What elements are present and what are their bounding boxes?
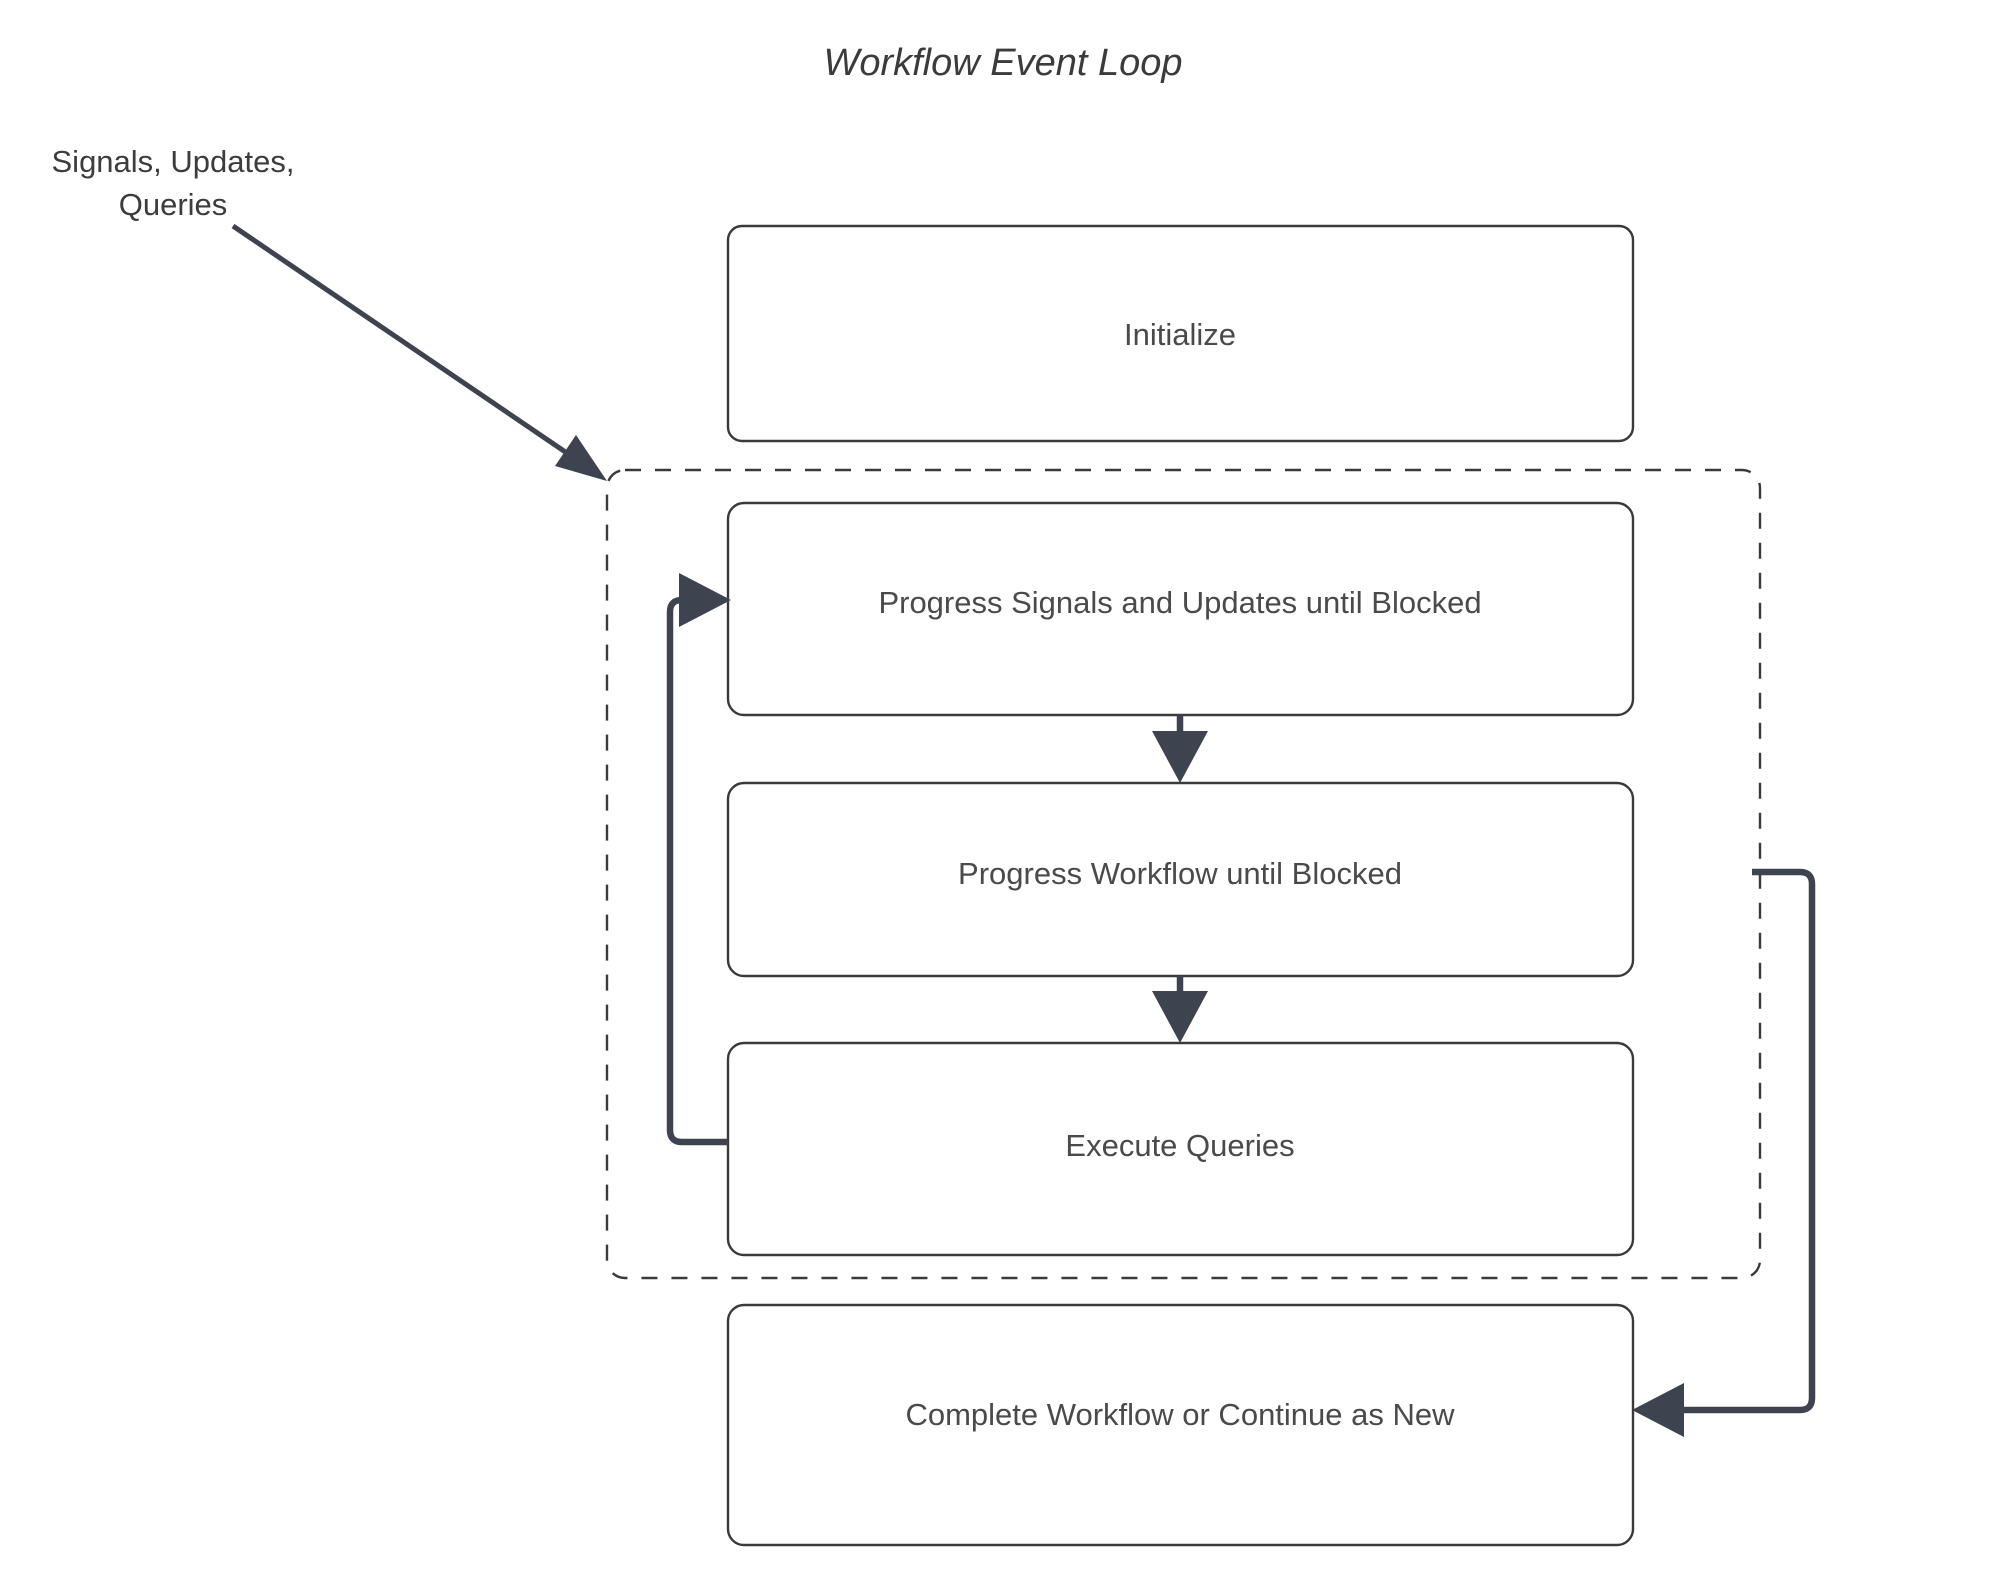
- node-initialize-box[interactable]: [726, 224, 1635, 443]
- inputs-label-line1: Signals, Updates,: [52, 144, 295, 179]
- node-initialize[interactable]: Initialize: [726, 224, 1635, 443]
- arrow-head-loop-left: [679, 573, 731, 627]
- arrow-head-signals-workflow: [1152, 731, 1208, 783]
- node-execute-queries-label: Execute Queries: [1065, 1128, 1294, 1163]
- page-title: Workflow Event Loop: [823, 42, 1182, 84]
- node-progress-signals-label: Progress Signals and Updates until Block…: [878, 585, 1481, 620]
- node-complete-workflow-box[interactable]: [726, 1303, 1635, 1547]
- node-execute-queries-box[interactable]: [726, 1041, 1635, 1257]
- node-initialize-label: Initialize: [1124, 317, 1236, 352]
- node-complete-workflow-label: Complete Workflow or Continue as New: [905, 1397, 1455, 1432]
- inputs-label-line2: Queries: [119, 187, 228, 222]
- arrow-head-inputs: [555, 435, 607, 481]
- edge-signals-to-workflow: [1152, 715, 1208, 783]
- arrow-head-workflow-queries: [1152, 991, 1208, 1043]
- node-progress-workflow-label: Progress Workflow until Blocked: [958, 856, 1402, 891]
- node-complete-workflow[interactable]: Complete Workflow or Continue as New: [726, 1303, 1635, 1547]
- node-execute-queries[interactable]: Execute Queries: [726, 1041, 1635, 1257]
- edge-loop-to-complete: [1632, 868, 1816, 1437]
- edge-queries-back-to-signals: [666, 573, 731, 1146]
- node-progress-signals[interactable]: Progress Signals and Updates until Block…: [726, 501, 1635, 717]
- arrow-head-loop-right: [1632, 1383, 1684, 1437]
- edge-inputs-to-loop: [231, 223, 607, 481]
- edge-workflow-to-queries: [1152, 976, 1208, 1043]
- node-progress-workflow[interactable]: Progress Workflow until Blocked: [726, 781, 1635, 978]
